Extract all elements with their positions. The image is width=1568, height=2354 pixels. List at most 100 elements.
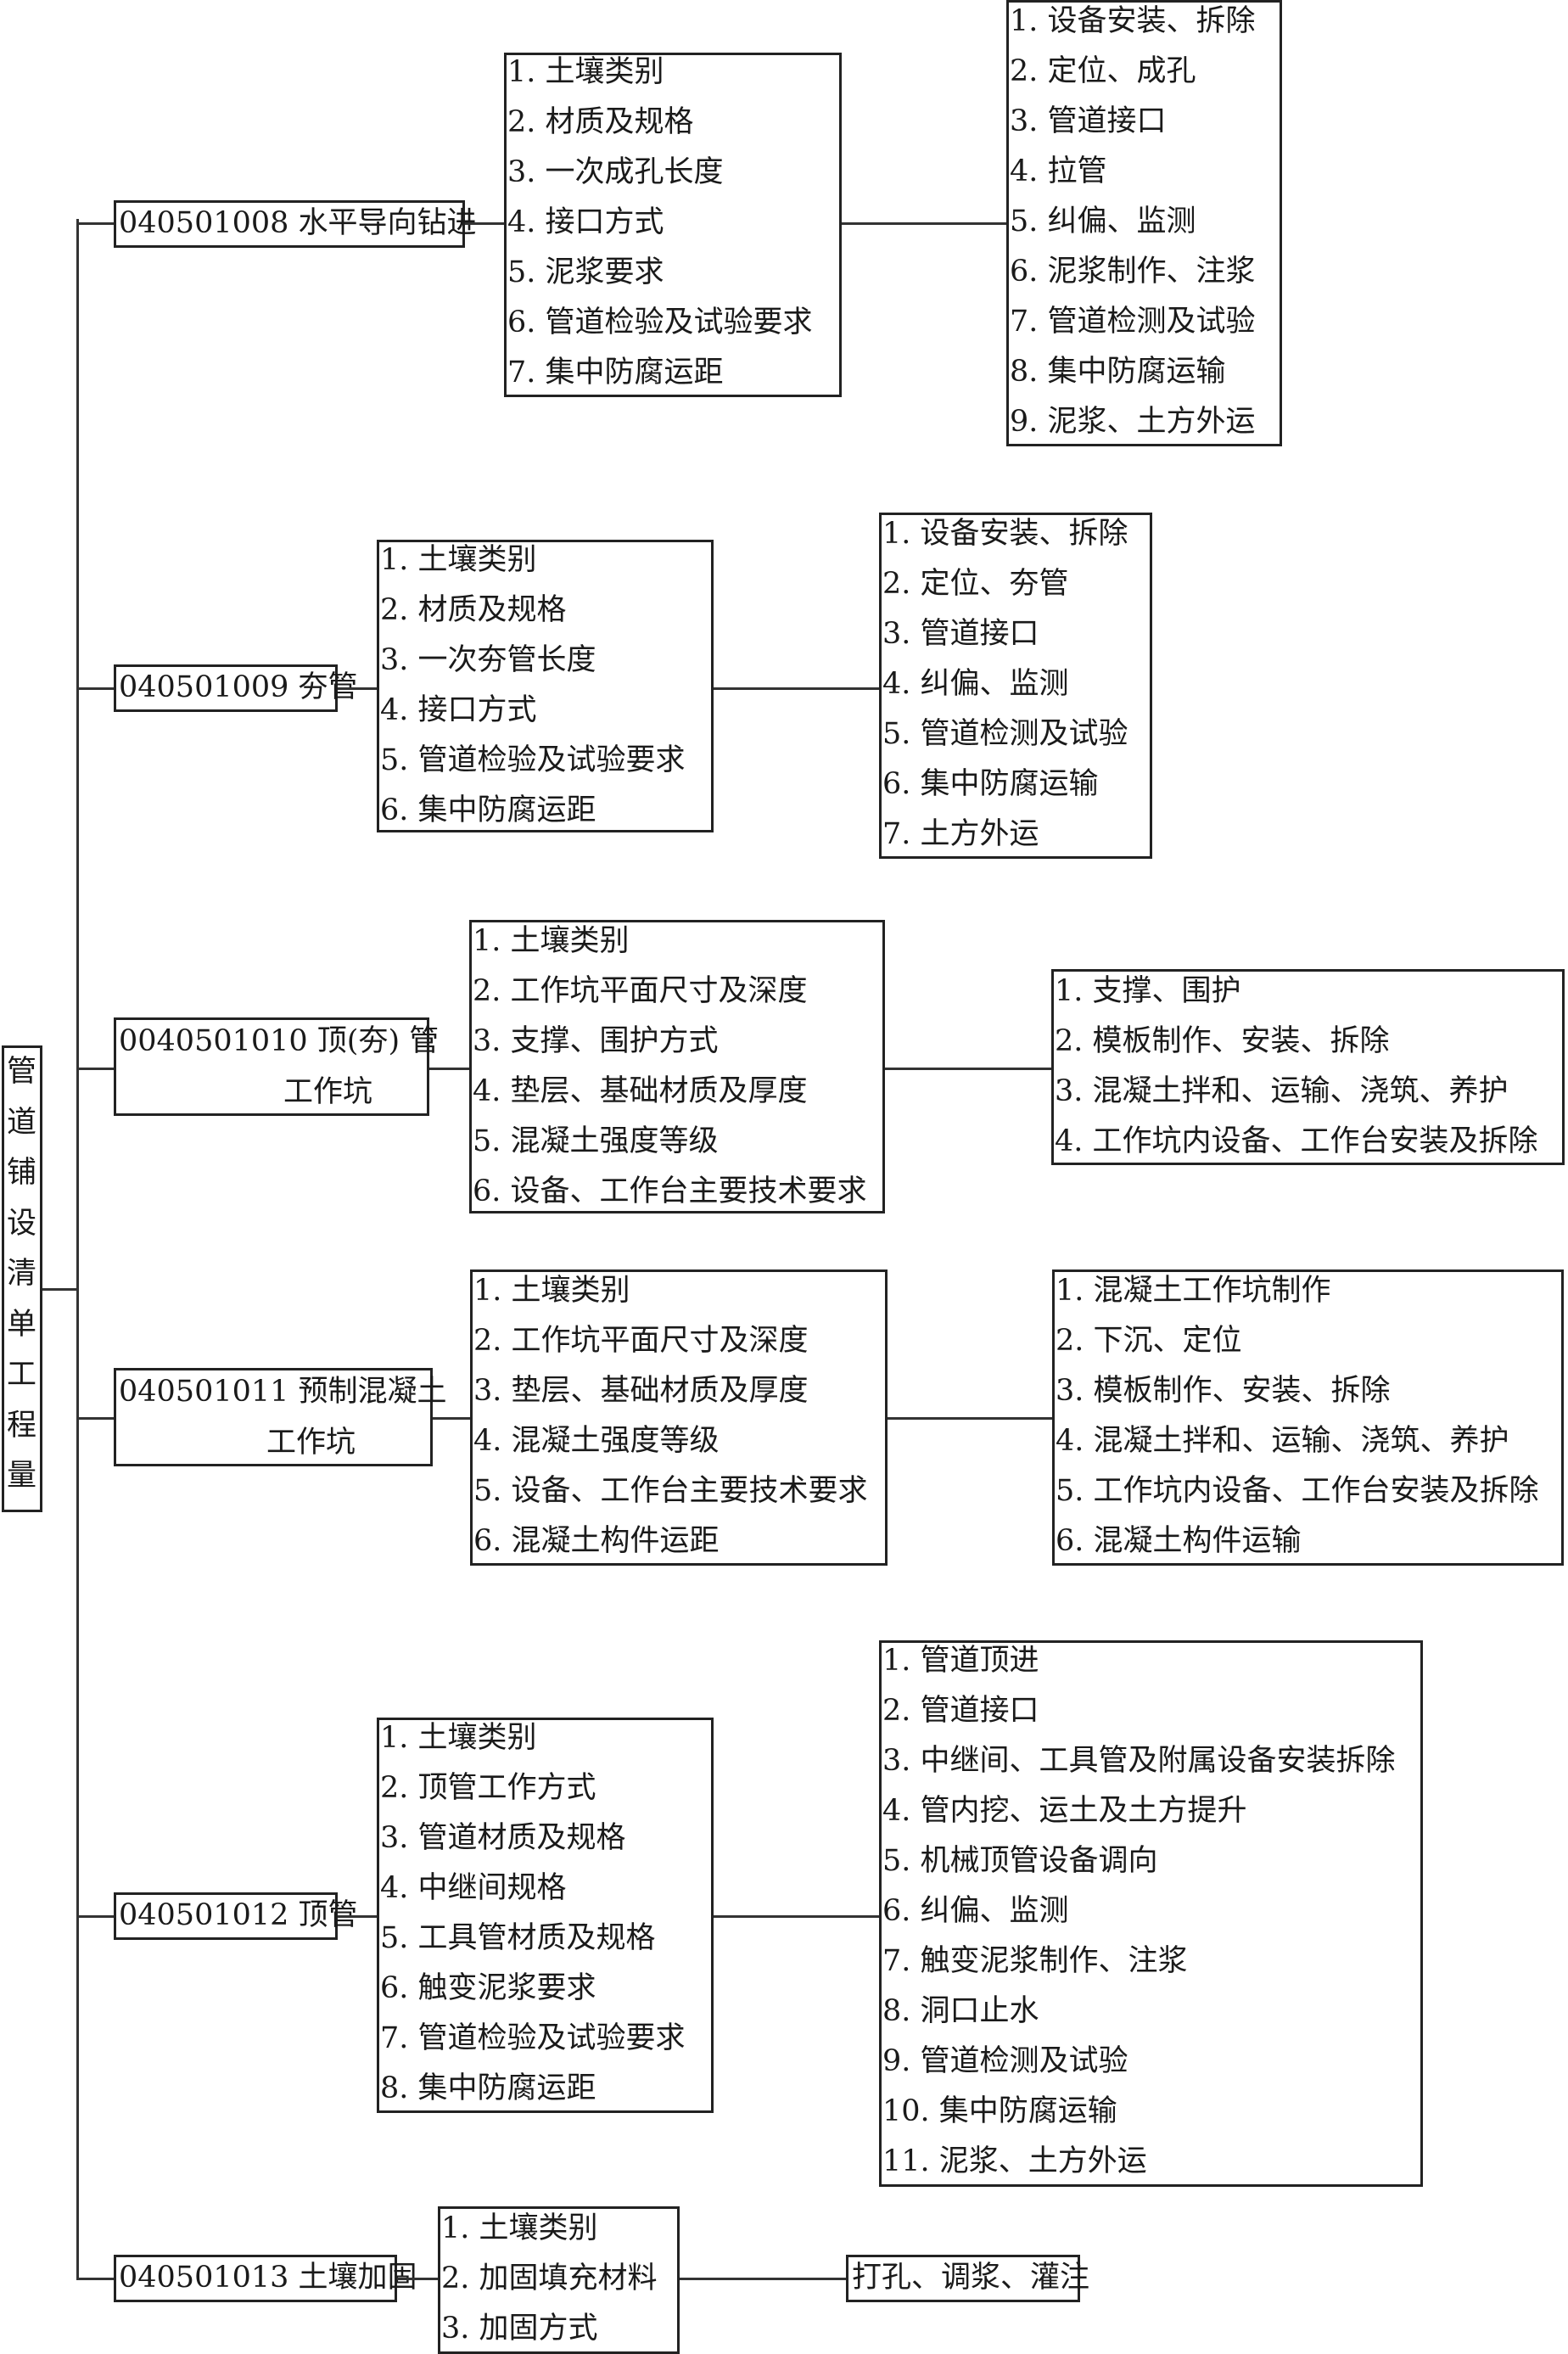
works-box: [846, 2255, 1080, 2302]
root-box: [2, 1045, 42, 1512]
work-item: 3. 中继间、工具管及附属设备安装拆除: [882, 1744, 1396, 1778]
work-item: 8. 集中防腐运输: [1010, 355, 1226, 389]
root-label-char: 单: [7, 1307, 37, 1342]
feature-item: 5. 管道检验及试验要求: [380, 743, 686, 777]
feature-item: 3. 管道材质及规格: [380, 1821, 626, 1855]
work-item: 6. 泥浆制作、注浆: [1010, 255, 1256, 289]
feature-item: 6. 管道检验及试验要求: [507, 305, 813, 339]
feature-item: 4. 中继间规格: [380, 1871, 567, 1905]
feature-item: 1. 土壤类别: [380, 543, 537, 577]
work-item: 7. 管道检测及试验: [1010, 305, 1256, 339]
work-item: 5. 工作坑内设备、工作台安装及拆除: [1056, 1474, 1539, 1508]
connector-line: [338, 1915, 378, 1918]
work-item: 4. 纠偏、监测: [882, 667, 1069, 701]
code-box: [114, 1017, 429, 1116]
features-box: [377, 1718, 714, 2113]
feature-item: 3. 一次夯管长度: [380, 643, 596, 677]
feature-item: 4. 接口方式: [380, 693, 537, 727]
work-item: 11. 泥浆、土方外运: [882, 2144, 1147, 2178]
branch-line: [76, 2278, 115, 2280]
branch-line: [76, 687, 115, 690]
connector-line: [714, 687, 880, 690]
feature-item: 7. 管道检验及试验要求: [380, 2021, 686, 2055]
root-label-char: 管: [7, 1055, 37, 1089]
work-item: 4. 管内挖、运土及土方提升: [882, 1794, 1247, 1828]
feature-item: 8. 集中防腐运距: [380, 2071, 596, 2105]
feature-item: 4. 垫层、基础材质及厚度: [473, 1074, 808, 1108]
work-item: 9. 管道检测及试验: [882, 2044, 1128, 2078]
feature-item: 4. 混凝土强度等级: [473, 1424, 720, 1458]
work-item: 3. 管道接口: [1010, 104, 1167, 138]
branch-line: [76, 1417, 115, 1420]
features-box: [377, 540, 714, 832]
works-box: [879, 513, 1152, 859]
feature-item: 1. 土壤类别: [380, 1721, 537, 1755]
work-item: 1. 混凝土工作坑制作: [1056, 1274, 1331, 1308]
works-box: [1006, 0, 1282, 446]
features-box: [469, 920, 885, 1213]
feature-item: 1. 土壤类别: [441, 2211, 598, 2245]
work-item: 9. 泥浆、土方外运: [1010, 405, 1256, 439]
works-box: [1052, 1269, 1564, 1566]
work-item: 1. 管道顶进: [882, 1644, 1039, 1678]
connector-line: [680, 2278, 847, 2280]
connector-line: [714, 1915, 880, 1918]
feature-item: 6. 集中防腐运距: [380, 793, 596, 827]
work-item: 4. 混凝土拌和、运输、浇筑、养护: [1056, 1424, 1509, 1458]
root-connector: [42, 1288, 78, 1291]
feature-item: 5. 泥浆要求: [507, 255, 664, 289]
work-item: 3. 混凝土拌和、运输、浇筑、养护: [1055, 1074, 1509, 1108]
code-box: [114, 2255, 397, 2302]
feature-item: 3. 加固方式: [441, 2312, 598, 2346]
feature-item: 2. 材质及规格: [507, 105, 694, 139]
feature-item: 2. 工作坑平面尺寸及深度: [473, 974, 808, 1008]
works-box: [1051, 969, 1565, 1165]
feature-item: 5. 工具管材质及规格: [380, 1921, 656, 1955]
code-label: 0040501010 顶(夯) 管: [119, 1024, 440, 1058]
works-box: [879, 1640, 1423, 2187]
feature-item: 1. 土壤类别: [473, 1274, 630, 1308]
work-item: 6. 纠偏、监测: [882, 1894, 1069, 1928]
features-box: [438, 2206, 680, 2354]
feature-item: 2. 加固填充材料: [441, 2262, 658, 2295]
feature-item: 7. 集中防腐运距: [507, 356, 724, 390]
work-item: 5. 管道检测及试验: [882, 717, 1128, 751]
connector-line: [842, 222, 1007, 225]
work-item: 1. 设备安装、拆除: [1010, 4, 1256, 38]
connector-line: [885, 1068, 1052, 1070]
features-box: [504, 53, 842, 397]
feature-item: 3. 支撑、围护方式: [473, 1024, 719, 1058]
work-item: 5. 机械顶管设备调向: [882, 1844, 1158, 1878]
work-item: 10. 集中防腐运输: [882, 2094, 1117, 2128]
root-label-char: 设: [7, 1206, 37, 1241]
connector-line: [338, 687, 378, 690]
feature-item: 1. 土壤类别: [507, 55, 664, 89]
trunk-line: [76, 219, 79, 2278]
work-item: 2. 模板制作、安装、拆除: [1055, 1024, 1390, 1058]
feature-item: 6. 混凝土构件运距: [473, 1524, 720, 1558]
work-item: 7. 土方外运: [882, 817, 1039, 851]
work-item: 2. 定位、夯管: [882, 567, 1069, 601]
feature-item: 2. 材质及规格: [380, 593, 567, 627]
connector-line: [397, 2278, 439, 2280]
code-label: 040501009 夯管: [119, 670, 358, 704]
connector-line: [888, 1417, 1053, 1420]
work-item: 1. 设备安装、拆除: [882, 517, 1128, 551]
work-item: 4. 拉管: [1010, 154, 1107, 188]
work-item: 1. 支撑、围护: [1055, 974, 1241, 1008]
branch-line: [76, 1068, 115, 1070]
code-label: 040501011 预制混凝土: [119, 1375, 447, 1409]
feature-item: 1. 土壤类别: [473, 924, 630, 958]
connector-line: [465, 222, 505, 225]
code-label: 040501012 顶管: [119, 1898, 358, 1932]
code-label-line2: 工作坑: [266, 1426, 356, 1460]
code-box: [114, 664, 338, 712]
work-item: 7. 触变泥浆制作、注浆: [882, 1944, 1188, 1978]
feature-item: 5. 设备、工作台主要技术要求: [473, 1474, 868, 1508]
code-label: 040501008 水平导向钻进: [119, 206, 477, 240]
branch-line: [76, 222, 115, 225]
code-label-line2: 工作坑: [283, 1075, 373, 1109]
feature-item: 5. 混凝土强度等级: [473, 1124, 719, 1158]
feature-item: 4. 接口方式: [507, 205, 664, 239]
work-item: 6. 集中防腐运输: [882, 767, 1099, 801]
